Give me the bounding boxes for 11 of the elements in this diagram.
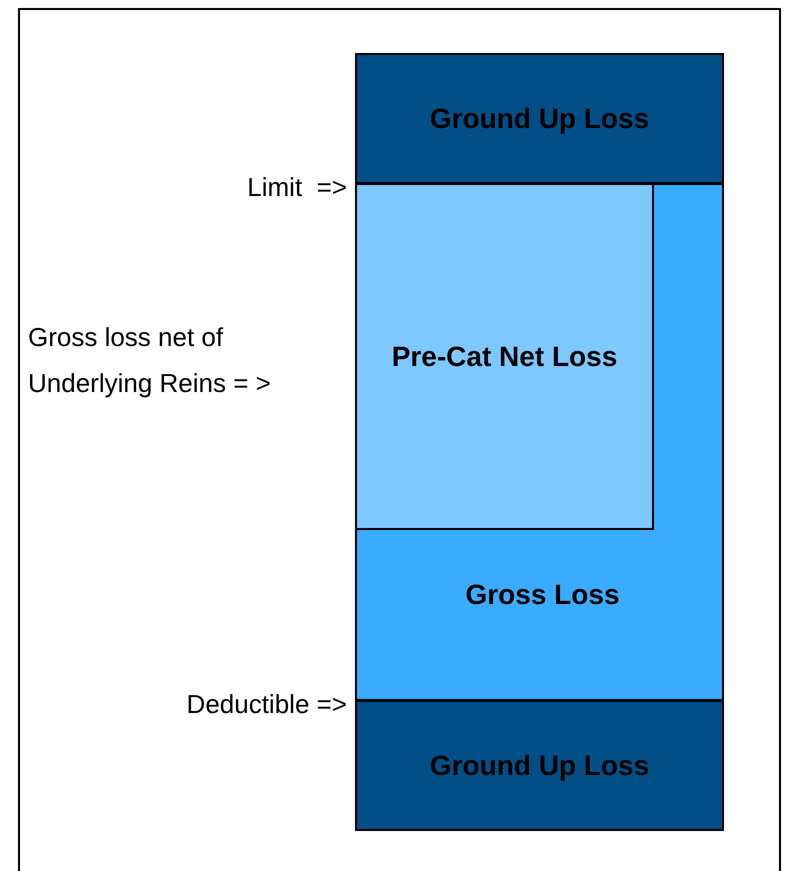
level-label: Limit => bbox=[246, 171, 347, 204]
layer-label: Pre-Cat Net Loss bbox=[392, 340, 618, 374]
layer-label: Gross Loss bbox=[465, 578, 620, 612]
level-label: Gross loss net of Underlying Reins = > bbox=[28, 321, 272, 400]
loss-layer-box bbox=[355, 53, 724, 184]
loss-layer-box bbox=[355, 183, 654, 530]
layer-label: Ground Up Loss bbox=[430, 748, 650, 783]
layer-label: Ground Up Loss bbox=[430, 102, 650, 136]
loss-layer-box bbox=[355, 183, 724, 701]
level-label: Deductible => bbox=[186, 688, 347, 721]
loss-layer-box bbox=[355, 700, 724, 831]
